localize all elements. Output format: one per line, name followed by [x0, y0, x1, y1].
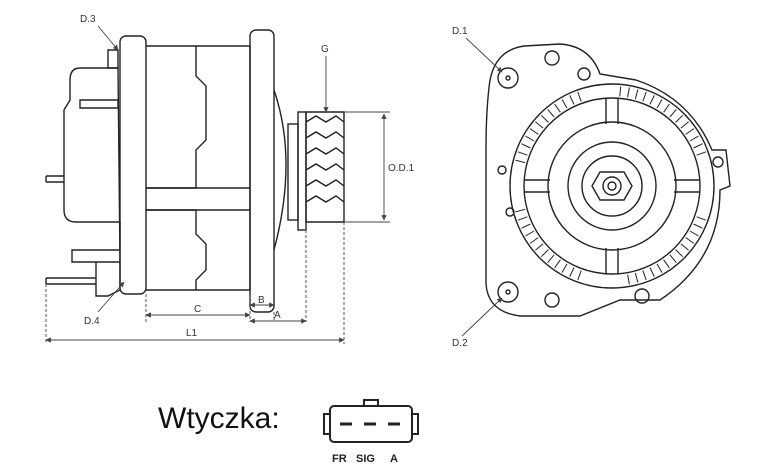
vent-slot — [535, 121, 544, 129]
vent-slot — [540, 114, 549, 123]
vent-slot — [521, 143, 531, 149]
front-flange — [249, 29, 275, 313]
label-g: G — [321, 44, 329, 55]
vent-slot — [669, 254, 677, 263]
vent-slot — [656, 263, 663, 273]
vent-slot — [685, 237, 695, 244]
vent-slot — [561, 263, 568, 273]
vent-slot — [685, 128, 695, 135]
vent-slot — [675, 249, 684, 258]
side-view — [45, 29, 345, 313]
vent-slot — [656, 99, 663, 109]
front-labels: D.1 D.2 — [452, 26, 468, 349]
terminal-stud — [45, 175, 64, 183]
vent-slot — [693, 223, 703, 229]
housing-body — [146, 45, 251, 291]
vent-slot — [521, 223, 531, 229]
rear-flange — [119, 35, 147, 295]
vent-slot — [634, 89, 639, 100]
connector-pin-labels: FR SIG A — [332, 453, 398, 465]
vent-slot — [689, 135, 699, 142]
spokes — [524, 98, 700, 274]
vent-slot — [634, 272, 639, 283]
housing-split-line-bottom — [146, 209, 207, 290]
front-rotor-ring — [509, 83, 715, 289]
vent-slot — [663, 103, 670, 113]
vent-slot — [517, 216, 528, 221]
vent-slot — [642, 270, 647, 281]
vent-slot — [554, 259, 561, 269]
vent-slot — [663, 259, 670, 269]
vent-slot — [649, 95, 655, 105]
vent-slot — [554, 103, 561, 113]
vent-slot — [529, 237, 539, 244]
vent-slot — [689, 230, 699, 237]
rear-cover-tab — [79, 99, 119, 109]
vent-slot — [515, 159, 526, 164]
rear-cover — [63, 67, 121, 263]
vent-slot — [577, 91, 582, 102]
rear-bolt-top — [107, 49, 119, 69]
label-a: A — [274, 310, 281, 321]
front-view — [485, 43, 731, 317]
label-c: C — [194, 304, 201, 315]
vent-slot — [517, 151, 528, 156]
side-labels: D.3 D.4 G O.D.1 B C A L1 — [80, 14, 415, 339]
label-b: B — [258, 295, 265, 306]
label-l1: L1 — [186, 328, 198, 339]
vent-slot — [669, 109, 677, 118]
pulley-grooves — [305, 111, 345, 223]
shaft-nut — [591, 171, 633, 201]
pulley-hub — [287, 123, 299, 221]
connector-caption: Wtyczka: — [158, 402, 280, 435]
vent-slot — [675, 114, 684, 123]
front-dome — [273, 89, 287, 251]
vent-slot — [642, 91, 647, 102]
vent-slot — [680, 121, 689, 129]
vent-slot — [577, 270, 582, 281]
vent-slots — [515, 86, 707, 285]
front-housing-outline — [485, 43, 731, 317]
mount-hole-d2 — [497, 281, 519, 303]
vent-slot — [569, 95, 575, 105]
vent-slot — [649, 267, 655, 277]
vent-slot — [627, 87, 630, 98]
label-d1: D.1 — [452, 26, 468, 37]
mount-hole-d1 — [497, 67, 519, 89]
vent-slot — [515, 208, 526, 213]
label-d3: D.3 — [80, 14, 96, 25]
vent-slot — [547, 109, 555, 118]
vent-slot — [696, 151, 707, 156]
vent-slot — [627, 274, 630, 285]
vent-slot — [547, 254, 555, 263]
vent-slot — [693, 143, 703, 149]
pulley-face — [567, 141, 657, 231]
connector-plug — [323, 399, 419, 443]
front-dimensions — [461, 37, 503, 337]
label-d2: D.2 — [452, 338, 468, 349]
vent-slot — [569, 267, 575, 277]
vent-slot — [561, 99, 568, 109]
pin-label-a: A — [390, 453, 398, 465]
housing-split-line-top — [146, 46, 207, 189]
vent-slot — [525, 135, 535, 142]
label-d4: D.4 — [84, 316, 100, 327]
vent-slot — [619, 86, 622, 97]
label-od1: O.D.1 — [388, 163, 415, 174]
vent-slot — [525, 230, 535, 237]
vent-slot — [535, 243, 544, 251]
vent-slot — [696, 216, 707, 221]
vent-slot — [540, 249, 549, 258]
pin-label-fr: FR — [332, 453, 347, 465]
vent-slot — [529, 128, 539, 135]
side-dimensions — [45, 25, 390, 344]
vent-slot — [680, 243, 689, 251]
pin-label-sig: SIG — [356, 453, 375, 465]
